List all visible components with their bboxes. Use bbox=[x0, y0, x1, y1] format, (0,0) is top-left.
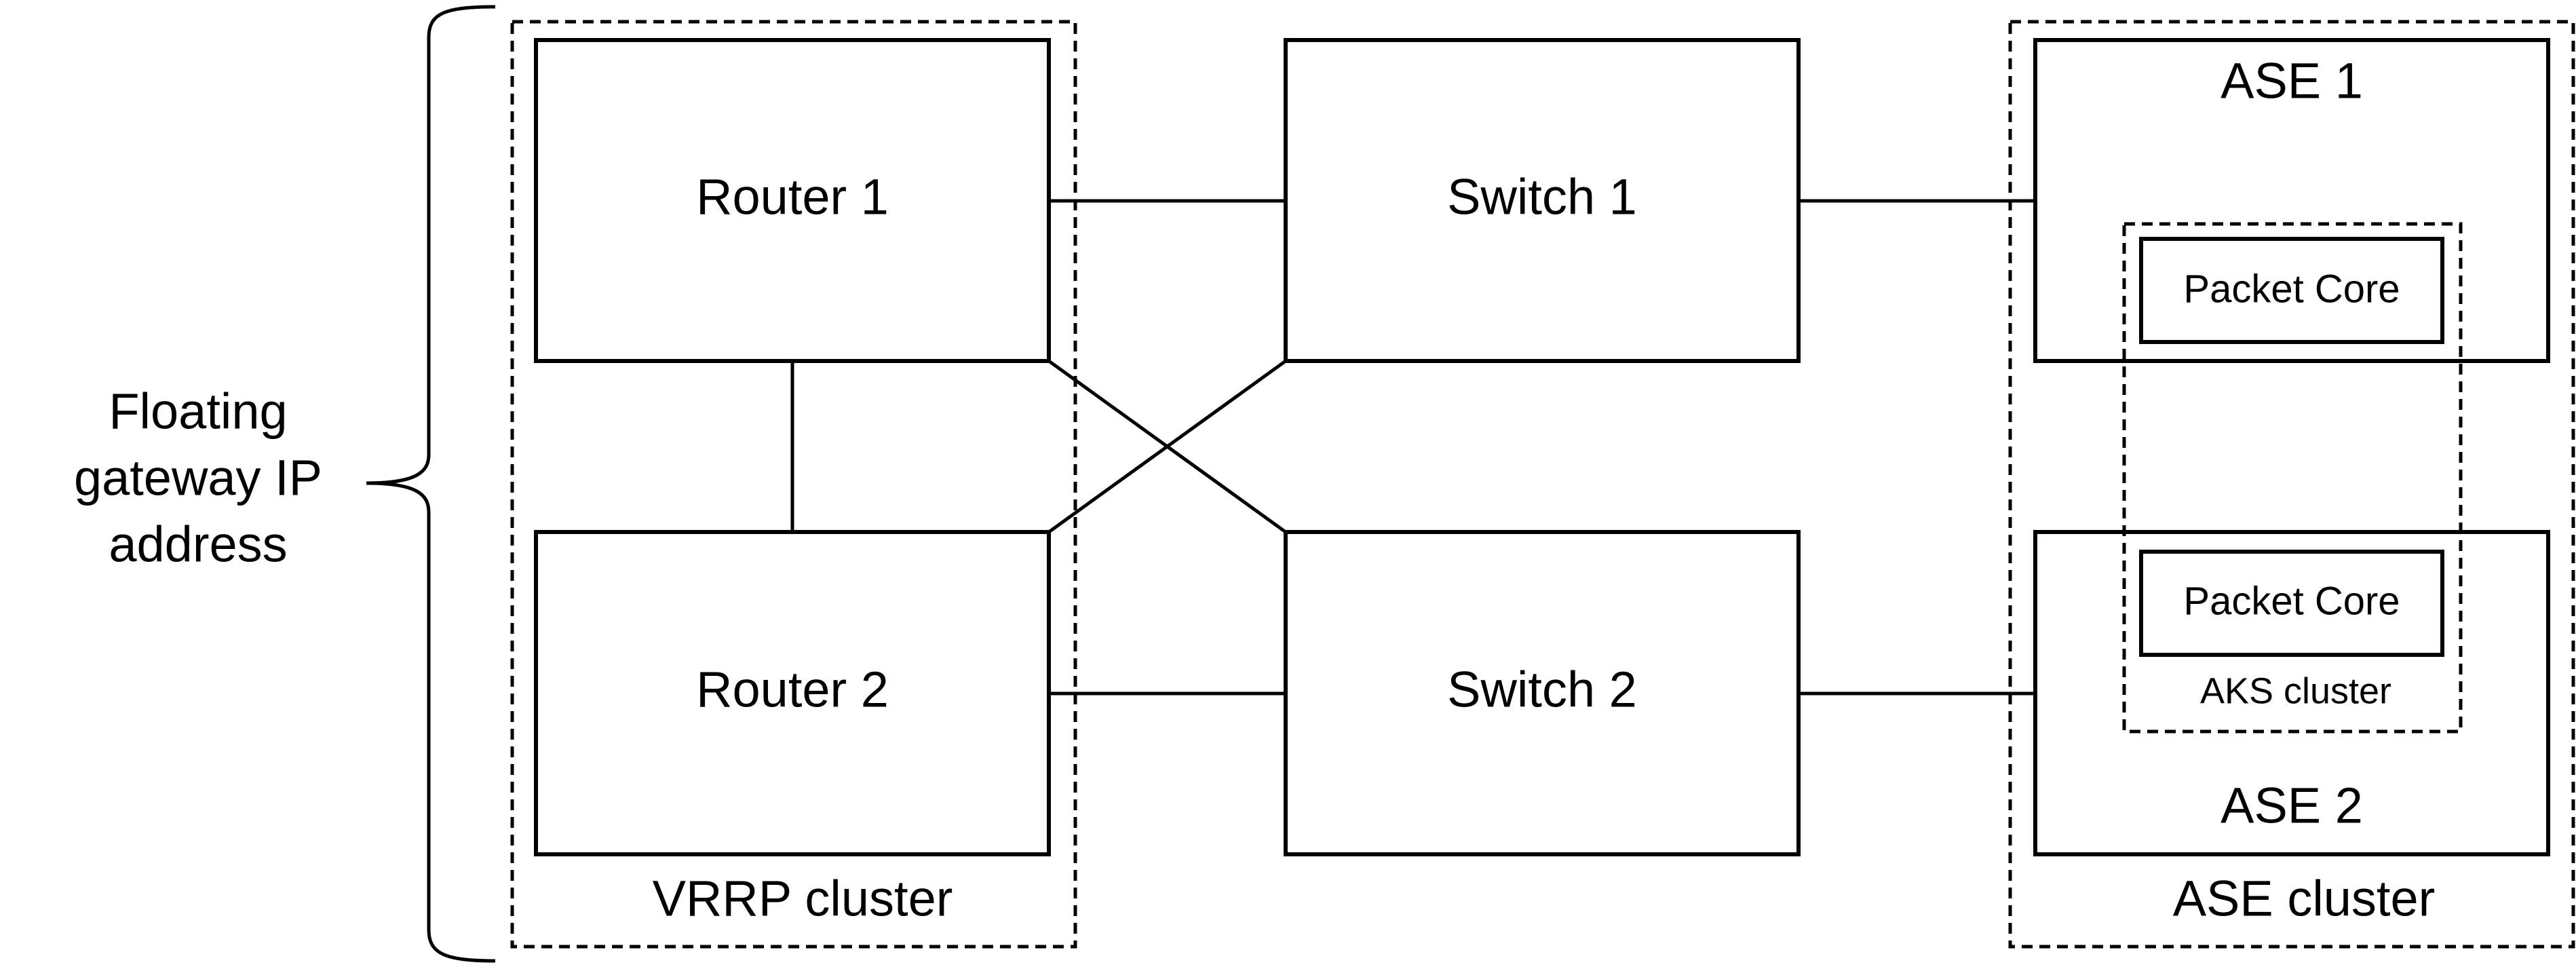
router1-label: Router 1 bbox=[696, 169, 889, 225]
router1-node: Router 1 bbox=[534, 38, 1051, 363]
packet-core-2-box bbox=[2139, 550, 2444, 657]
curly-brace bbox=[366, 5, 496, 963]
router2-box bbox=[534, 530, 1051, 856]
ase1-label: ASE 1 bbox=[2221, 53, 2363, 109]
floating-label-line3: address bbox=[109, 516, 287, 573]
aks-cluster-label: AKS cluster bbox=[2200, 670, 2391, 711]
router2-node: Router 2 bbox=[534, 530, 1051, 856]
packet-core-1-node: Packet Core bbox=[2139, 237, 2444, 344]
switch2-label: Switch 2 bbox=[1447, 662, 1637, 718]
vrrp-cluster-label: VRRP cluster bbox=[653, 871, 953, 927]
link-router2-switch1 bbox=[1047, 359, 1287, 534]
ase2-label: ASE 2 bbox=[2221, 778, 2363, 834]
switch2-box bbox=[1284, 530, 1801, 856]
packet-core-1-label: Packet Core bbox=[2183, 267, 2400, 311]
packet-core-2-label: Packet Core bbox=[2183, 579, 2400, 623]
ase-cluster-label: ASE cluster bbox=[2173, 871, 2436, 927]
packet-core-1-box bbox=[2139, 237, 2444, 344]
aks-cluster-boundary bbox=[2122, 222, 2463, 734]
switch1-box bbox=[1284, 38, 1801, 363]
vrrp-cluster-boundary bbox=[510, 20, 1077, 949]
floating-label-line2: gateway IP bbox=[74, 450, 322, 506]
switch1-label: Switch 1 bbox=[1447, 169, 1637, 225]
floating-label-line1: Floating bbox=[109, 383, 287, 440]
switch1-node: Switch 1 bbox=[1284, 38, 1801, 363]
ase-cluster-boundary bbox=[2008, 20, 2575, 949]
router1-box bbox=[534, 38, 1051, 363]
router2-label: Router 2 bbox=[696, 662, 889, 718]
packet-core-2-node: Packet Core bbox=[2139, 550, 2444, 657]
switch2-node: Switch 2 bbox=[1284, 530, 1801, 856]
